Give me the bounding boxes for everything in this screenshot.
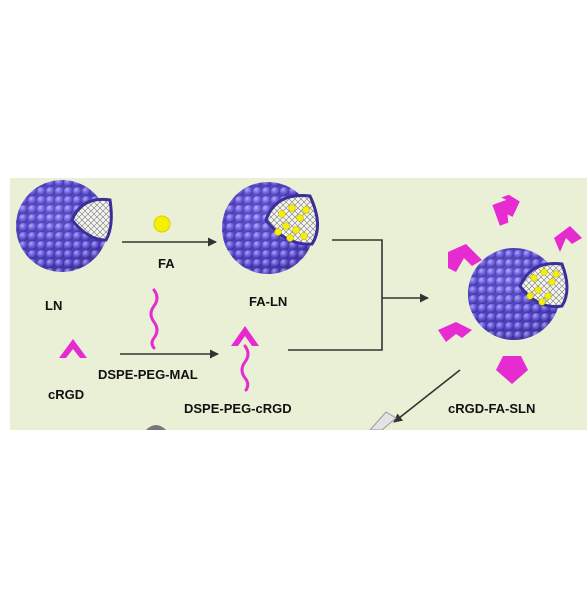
crgd-fa-sln-label: cRGD-FA-SLN — [448, 401, 536, 416]
crgd-fa-sln-nanoparticle — [438, 194, 582, 384]
dspe-peg-crgd-conjugate — [231, 326, 259, 392]
fa-label: FA — [158, 256, 175, 271]
scheme-graphics — [16, 180, 582, 430]
dspe-peg-mal-label: DSPE-PEG-MAL — [98, 367, 198, 382]
fa-ln-nanoparticle — [222, 182, 319, 274]
crgd-label: cRGD — [48, 387, 85, 402]
ln-nanoparticle — [16, 180, 113, 272]
ln-label: LN — [45, 298, 63, 313]
fa-molecule — [153, 215, 171, 233]
dspe-peg-mal-chain — [149, 288, 159, 350]
reaction-arrows — [120, 237, 461, 423]
crgd-peptide-icon — [59, 339, 87, 358]
synthesis-scheme-panel: LN FA FA-LN cRGD DSPE-PEG-MAL DSPE-PEG-c… — [10, 178, 587, 430]
partial-shape-bottom — [146, 425, 166, 430]
fa-ln-label: FA-LN — [249, 294, 288, 309]
partial-tube-bottom — [369, 411, 397, 430]
dspe-peg-crgd-label: DSPE-PEG-cRGD — [184, 401, 292, 416]
